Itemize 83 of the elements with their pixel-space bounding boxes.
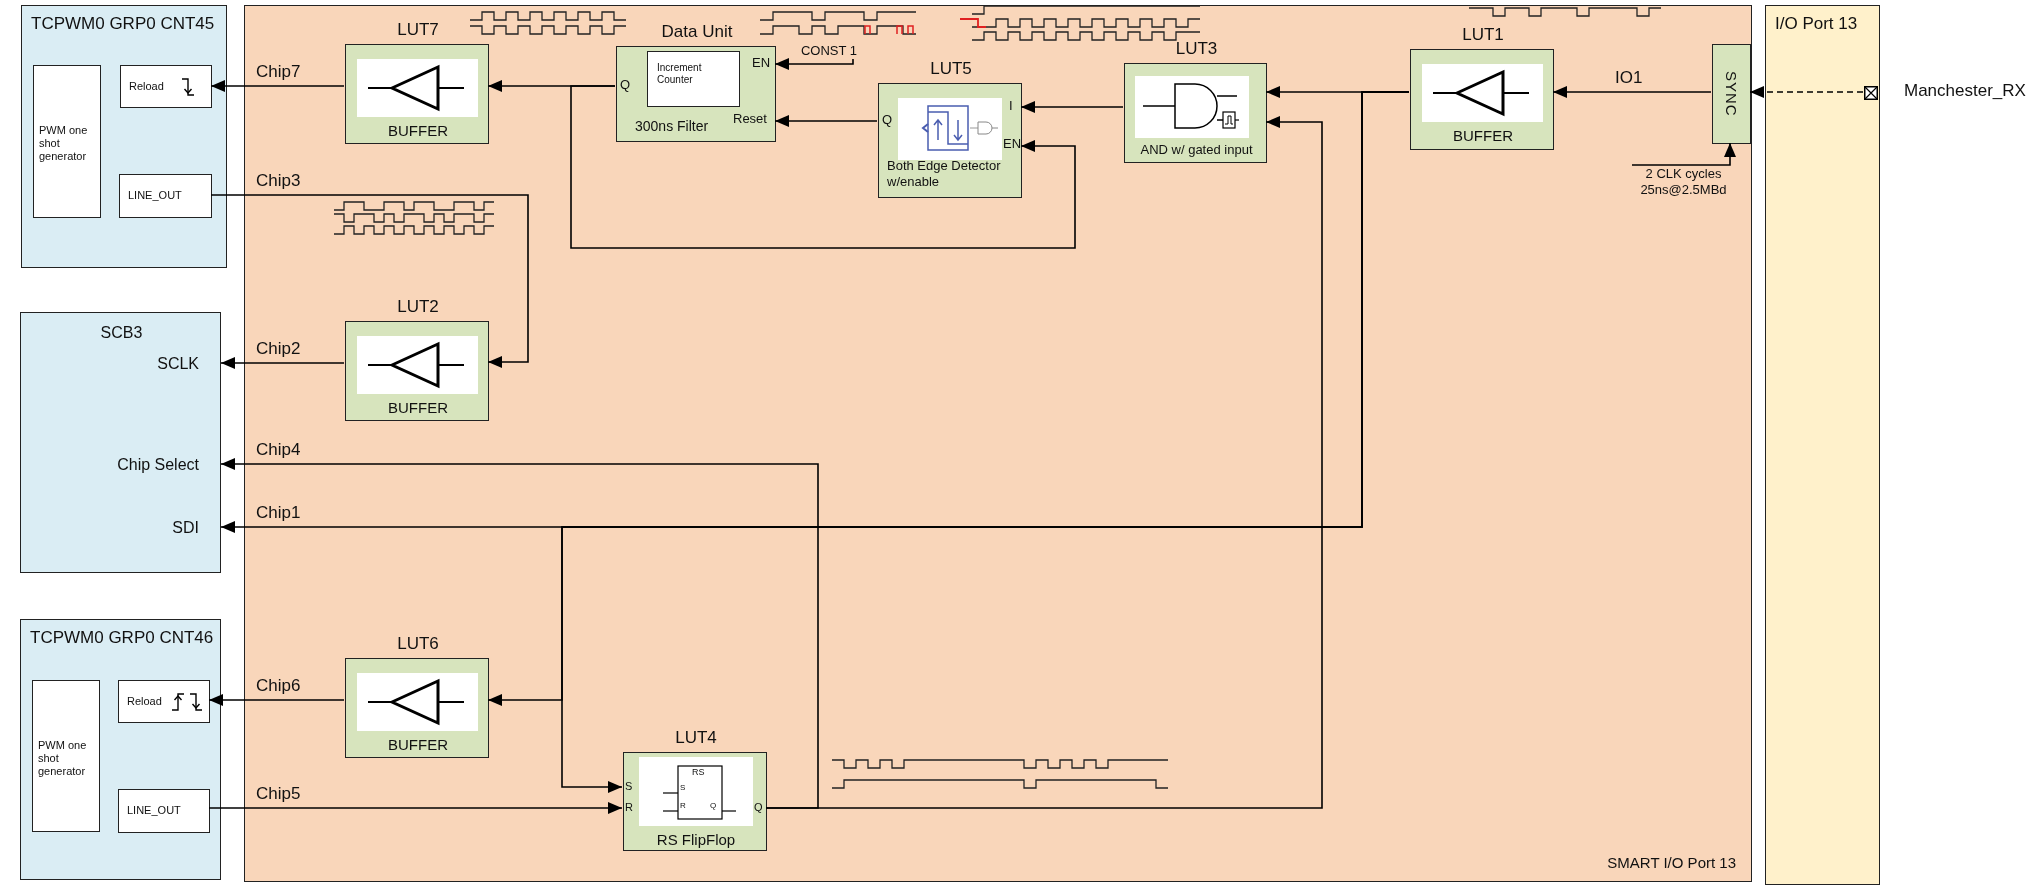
panel-title: I/O Port 13	[1775, 14, 1858, 35]
block-title: LUT3	[1174, 39, 1219, 60]
pin-label: Manchester_RX	[1904, 81, 2026, 101]
port-label: Q	[882, 113, 893, 128]
port-label: Reset	[733, 112, 767, 127]
arrow	[220, 357, 345, 369]
block-panel	[21, 5, 227, 268]
port-label: RS	[692, 768, 705, 778]
inner-box	[118, 680, 210, 723]
block-panel	[1765, 5, 1880, 885]
port-label: S	[680, 784, 686, 793]
inner-box	[120, 65, 212, 108]
arrow	[208, 694, 345, 706]
block-label: BUFFER	[387, 122, 449, 140]
block-label: BUFFER	[387, 736, 449, 754]
inner-box	[33, 65, 101, 218]
box-label: PWM one shot generator	[39, 124, 89, 164]
arrow	[210, 194, 529, 368]
inner-box	[647, 51, 740, 107]
signal-label: 2 CLK cycles 25ns@2.5MBd	[1621, 166, 1746, 198]
block-title: LUT4	[674, 728, 718, 749]
box-label: LINE_OUT	[127, 804, 181, 818]
panel-title: TCPWM0 GRP0 CNT46	[30, 628, 214, 649]
block-title: LUT5	[929, 59, 973, 80]
panel-title: TCPWM0 GRP0 CNT45	[31, 14, 215, 35]
block-title: LUT6	[396, 634, 440, 655]
edge-label: Chip1	[254, 503, 303, 523]
box-label: PWM one shot generator	[38, 739, 88, 779]
block-panel	[20, 312, 221, 573]
box-label: Reload	[127, 695, 162, 709]
arrow	[1020, 101, 1124, 113]
arrow	[210, 80, 345, 92]
port-label: EN	[1003, 137, 1022, 152]
block-label: SYNC	[1723, 71, 1740, 117]
port-label: S	[625, 780, 633, 793]
block-label: AND w/ gated input	[1139, 142, 1254, 158]
box-label: Reload	[129, 80, 164, 94]
arrow	[220, 458, 819, 809]
sync-box	[1712, 44, 1751, 144]
pin-label: SDI	[171, 518, 199, 538]
port-label: EN	[752, 56, 771, 71]
pin-label: SCLK	[156, 354, 199, 374]
arrow	[1552, 86, 1712, 98]
block-title: LUT2	[396, 297, 440, 318]
edge-label: Chip5	[254, 784, 303, 804]
port-label: R	[680, 802, 686, 811]
inner-box	[118, 789, 210, 833]
edge-label: Chip7	[254, 62, 303, 82]
block-label: Both Edge Detector w/enable	[887, 158, 1002, 190]
port-label: Q	[710, 802, 717, 811]
block-title: Data Unit	[660, 22, 734, 43]
port-label: Q	[620, 78, 631, 93]
signal-label: CONST 1	[797, 43, 861, 59]
inner-box	[119, 174, 212, 218]
edge-label: Chip2	[254, 339, 303, 359]
edge-label: Chip6	[254, 676, 303, 696]
arrow	[774, 58, 854, 70]
block-label: 300ns Filter	[635, 118, 709, 135]
edge-label: Chip3	[254, 171, 303, 191]
panel-title: SCB3	[99, 323, 144, 343]
port-label: Q	[754, 801, 763, 814]
block-label: BUFFER	[387, 399, 449, 417]
port-label: I	[1009, 99, 1013, 114]
port-label: R	[625, 801, 633, 814]
arrow	[774, 115, 878, 127]
block-label: RS FlipFlop	[655, 831, 737, 849]
pin-icon	[1864, 86, 1878, 100]
box-label: Increment Counter	[657, 62, 703, 86]
arrow	[208, 802, 623, 814]
edge-label: Chip4	[254, 440, 303, 460]
arrow	[765, 116, 1323, 809]
arrow	[570, 85, 1076, 249]
block-panel	[244, 5, 1752, 882]
block-title: LUT7	[396, 20, 440, 41]
dashed-arrow	[1749, 86, 1864, 98]
box-label: LINE_OUT	[128, 189, 182, 203]
block-label: BUFFER	[1452, 127, 1514, 145]
block-title: LUT1	[1461, 25, 1505, 46]
block-panel	[20, 619, 221, 880]
arrow	[1631, 142, 1736, 166]
panel-title: SMART I/O Port 13	[1606, 854, 1736, 872]
pin-label: Chip Select	[116, 455, 199, 475]
inner-box	[32, 680, 100, 832]
